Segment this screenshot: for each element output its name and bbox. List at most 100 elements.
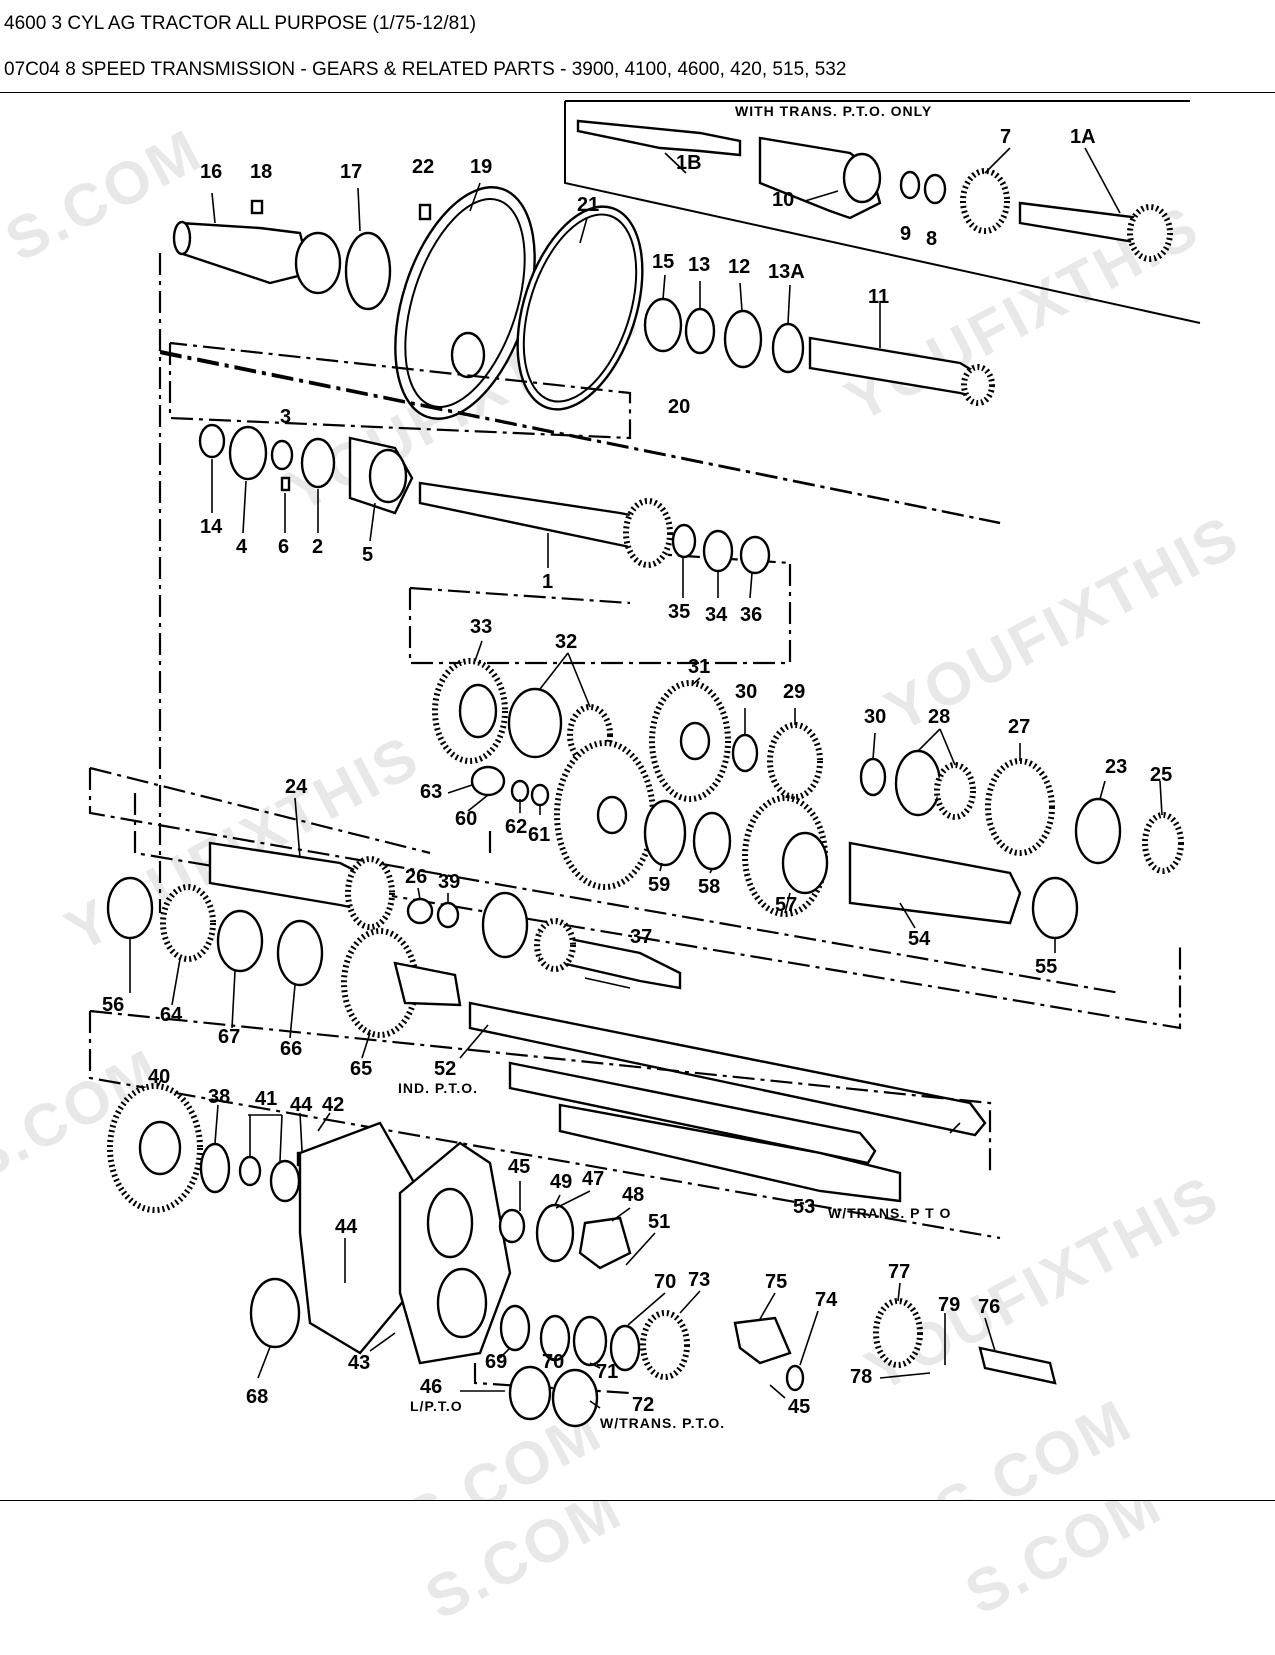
part-label: 48 bbox=[622, 1184, 644, 1206]
part-label: 22 bbox=[412, 156, 434, 178]
part-label: 61 bbox=[528, 824, 550, 846]
input-shaft-group bbox=[198, 423, 771, 575]
part-label: 52 bbox=[434, 1058, 456, 1080]
part-label: 28 bbox=[928, 706, 950, 728]
gasket-17 bbox=[344, 231, 392, 311]
part-label: 64 bbox=[160, 1004, 183, 1026]
part-label: 39 bbox=[438, 871, 460, 893]
part-label: 12 bbox=[728, 256, 750, 278]
part-label: 53 bbox=[793, 1196, 815, 1218]
watermark-text: S.COM bbox=[925, 1386, 1143, 1500]
part-label: 58 bbox=[698, 876, 720, 898]
part-label: 20 bbox=[668, 396, 690, 418]
watermark-text: S.COM bbox=[955, 1501, 1173, 1627]
part-label: 72 bbox=[632, 1394, 654, 1416]
part-label: 31 bbox=[688, 656, 710, 678]
part-label: 30 bbox=[864, 706, 886, 728]
part-label: 73 bbox=[688, 1269, 710, 1291]
part-label: 29 bbox=[783, 681, 805, 703]
part-label: 45 bbox=[788, 1396, 810, 1418]
part-label: 47 bbox=[582, 1168, 604, 1190]
part-label: 6 bbox=[278, 536, 289, 558]
part-label: 27 bbox=[1008, 716, 1030, 738]
part-label: 55 bbox=[1035, 956, 1057, 978]
l-pto-note: L/P.T.O bbox=[410, 1398, 463, 1414]
part-label: 74 bbox=[815, 1289, 838, 1311]
part-label: 16 bbox=[200, 161, 222, 183]
part-label: 67 bbox=[218, 1026, 240, 1048]
w-trans-pto-note: W/TRANS. P.T.O. bbox=[600, 1415, 725, 1431]
part-label: 78 bbox=[850, 1366, 872, 1388]
part-label: 32 bbox=[555, 631, 577, 653]
part-label: 26 bbox=[405, 866, 427, 888]
exploded-parts-diagram: S.COM YOUFIXTHIS YOUFIXTHIS YOUFIXTHIS Y… bbox=[0, 93, 1275, 1554]
part-label: 41 bbox=[255, 1088, 277, 1110]
part-label: 18 bbox=[250, 161, 272, 183]
part-label: 14 bbox=[200, 516, 223, 538]
rear-cover-group bbox=[107, 1083, 1057, 1428]
ind-pto-note: IND. P.T.O. bbox=[398, 1080, 478, 1096]
part-label: 77 bbox=[888, 1261, 910, 1283]
shaft-76 bbox=[978, 1346, 1057, 1385]
part-label: 69 bbox=[485, 1351, 507, 1373]
footer-area: S.COM S.COM bbox=[0, 1469, 1275, 1650]
part-label: 56 bbox=[102, 994, 124, 1016]
part-label: 11 bbox=[868, 286, 889, 308]
part-label: 62 bbox=[505, 816, 527, 838]
part-label: 15 bbox=[652, 251, 674, 273]
part-label: 37 bbox=[630, 926, 652, 948]
leader-lines bbox=[129, 147, 1163, 1409]
part-label: 63 bbox=[420, 781, 442, 803]
part-label: 60 bbox=[455, 808, 477, 830]
part-label: 42 bbox=[322, 1094, 344, 1116]
part-label: 76 bbox=[978, 1296, 1000, 1318]
part-label: 24 bbox=[285, 776, 308, 798]
quill-16 bbox=[178, 221, 312, 285]
part-label: 79 bbox=[938, 1294, 960, 1316]
part-label: 45 bbox=[508, 1156, 530, 1178]
footer-divider bbox=[0, 1500, 1275, 1501]
part-label: 44 bbox=[290, 1094, 313, 1116]
part-label: 54 bbox=[908, 928, 931, 950]
part-label: 2 bbox=[312, 536, 323, 558]
part-label: 1 bbox=[542, 571, 553, 593]
section-title: 07C04 8 SPEED TRANSMISSION - GEARS & REL… bbox=[4, 59, 847, 80]
part-label: 40 bbox=[148, 1066, 170, 1088]
part-label: 59 bbox=[648, 874, 670, 896]
gasket-42 bbox=[298, 1121, 422, 1355]
w-trans-pto-note: W/TRANS. P T O bbox=[828, 1205, 951, 1221]
mainshaft-gears bbox=[432, 658, 1184, 874]
part-label: 5 bbox=[362, 544, 373, 566]
part-label: 43 bbox=[348, 1352, 370, 1374]
part-label: 8 bbox=[926, 228, 937, 250]
part-label: 1B bbox=[676, 152, 702, 174]
part-label: 44 bbox=[335, 1216, 358, 1238]
shaft-53 bbox=[558, 1103, 902, 1203]
shaft-52 bbox=[468, 1001, 987, 1137]
part-label: 70 bbox=[542, 1351, 564, 1373]
part-label: 23 bbox=[1105, 756, 1127, 778]
part-label: 71 bbox=[596, 1361, 618, 1383]
lever-75 bbox=[733, 1316, 792, 1365]
countershaft-group bbox=[208, 740, 1079, 990]
part-label: 65 bbox=[350, 1058, 372, 1080]
part-label: 19 bbox=[470, 156, 492, 178]
part-label: 70 bbox=[654, 1271, 676, 1293]
part-label: 57 bbox=[775, 894, 797, 916]
part-label: 33 bbox=[470, 616, 492, 638]
part-label: 49 bbox=[550, 1171, 572, 1193]
model-title: 4600 3 CYL AG TRACTOR ALL PURPOSE (1/75-… bbox=[4, 13, 477, 34]
trans-pto-only-note: WITH TRANS. P.T.O. ONLY bbox=[735, 103, 932, 119]
part-label: 1A bbox=[1070, 126, 1096, 148]
shaft-1b bbox=[576, 119, 742, 157]
part-label: 13 bbox=[688, 254, 710, 276]
part-label: 9 bbox=[900, 223, 911, 245]
part-label: 46 bbox=[420, 1376, 442, 1398]
part-label: 35 bbox=[668, 601, 690, 623]
part-labels: 1B 1A 7 10 9 8 16 18 17 22 19 21 15 13 1… bbox=[102, 126, 1172, 1431]
gear-65-hub bbox=[393, 961, 462, 1007]
part-label: 75 bbox=[765, 1271, 787, 1293]
shaft-54 bbox=[848, 841, 1022, 925]
part-label: 36 bbox=[740, 604, 762, 626]
trans-pto-group: WITH TRANS. P.T.O. ONLY bbox=[564, 100, 1201, 324]
